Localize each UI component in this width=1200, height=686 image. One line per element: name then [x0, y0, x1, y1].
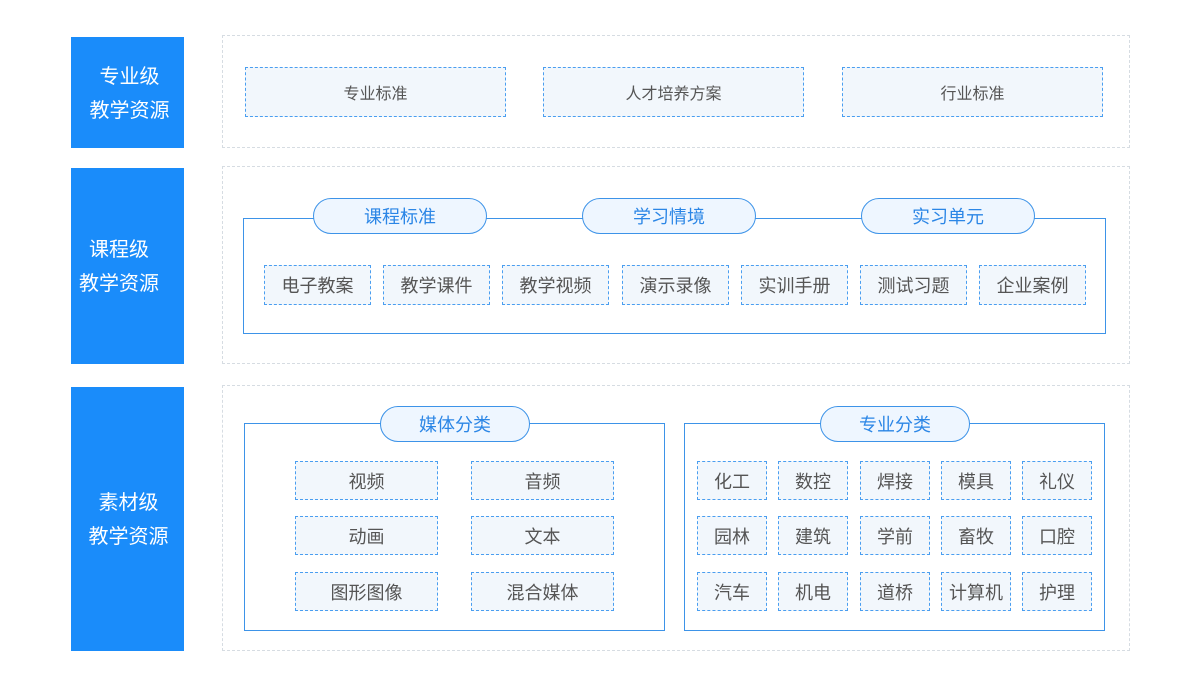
material-level-label: 素材级 教学资源 [71, 387, 184, 651]
major-level-label-line2: 教学资源 [89, 97, 170, 122]
course-frame: 电子教案 教学课件 教学视频 演示录像 实训手册 测试习题 企业案例 [243, 218, 1106, 334]
specialty-item: 护理 [1022, 572, 1092, 611]
specialty-item: 计算机 [941, 572, 1011, 611]
specialty-item: 园林 [697, 516, 767, 555]
media-item: 视频 [295, 461, 438, 500]
specialty-item: 建筑 [778, 516, 848, 555]
specialty-item: 数控 [778, 461, 848, 500]
specialty-item: 畜牧 [941, 516, 1011, 555]
course-pill-standard: 课程标准 [313, 198, 487, 234]
specialty-item: 礼仪 [1022, 461, 1092, 500]
specialty-item: 机电 [778, 572, 848, 611]
media-item: 混合媒体 [471, 572, 614, 611]
major-level-label: 专业级 教学资源 [71, 37, 184, 148]
course-item: 实训手册 [741, 265, 848, 305]
course-pill-practice: 实习单元 [861, 198, 1035, 234]
media-item: 动画 [295, 516, 438, 555]
course-item: 教学课件 [383, 265, 490, 305]
major-level-label-line1: 专业级 [99, 63, 160, 88]
media-item: 音频 [471, 461, 614, 500]
course-item: 企业案例 [979, 265, 1086, 305]
specialty-item: 化工 [697, 461, 767, 500]
course-level-label: 课程级 教学资源 [71, 168, 184, 364]
major-item: 人才培养方案 [543, 67, 804, 117]
material-level-label-line1: 素材级 [98, 490, 159, 514]
course-item: 教学视频 [502, 265, 609, 305]
major-item: 行业标准 [842, 67, 1103, 117]
specialty-item: 道桥 [860, 572, 930, 611]
course-level-label-line2: 教学资源 [79, 271, 159, 295]
material-level-panel: 视频 音频 动画 文本 图形图像 混合媒体 媒体分类 化工 数控 焊接 模具 礼… [222, 385, 1130, 651]
specialty-item: 模具 [941, 461, 1011, 500]
course-item: 测试习题 [860, 265, 967, 305]
material-level-label-line2: 教学资源 [88, 524, 169, 548]
course-pill-context: 学习情境 [582, 198, 756, 234]
media-item: 文本 [471, 516, 614, 555]
specialty-item: 汽车 [697, 572, 767, 611]
major-level-panel: 专业标准 人才培养方案 行业标准 [222, 35, 1130, 148]
specialty-category-pill: 专业分类 [820, 406, 970, 442]
specialty-frame: 化工 数控 焊接 模具 礼仪 园林 建筑 学前 畜牧 口腔 汽车 机电 道桥 计… [684, 423, 1105, 631]
specialty-item: 焊接 [860, 461, 930, 500]
course-level-panel: 电子教案 教学课件 教学视频 演示录像 实训手册 测试习题 企业案例 课程标准 … [222, 166, 1130, 364]
major-item: 专业标准 [245, 67, 506, 117]
course-level-label-line1: 课程级 [89, 237, 149, 261]
course-item: 电子教案 [264, 265, 371, 305]
course-item: 演示录像 [622, 265, 729, 305]
media-frame: 视频 音频 动画 文本 图形图像 混合媒体 [244, 423, 665, 631]
specialty-item: 口腔 [1022, 516, 1092, 555]
media-category-pill: 媒体分类 [380, 406, 530, 442]
media-item: 图形图像 [295, 572, 438, 611]
specialty-item: 学前 [860, 516, 930, 555]
